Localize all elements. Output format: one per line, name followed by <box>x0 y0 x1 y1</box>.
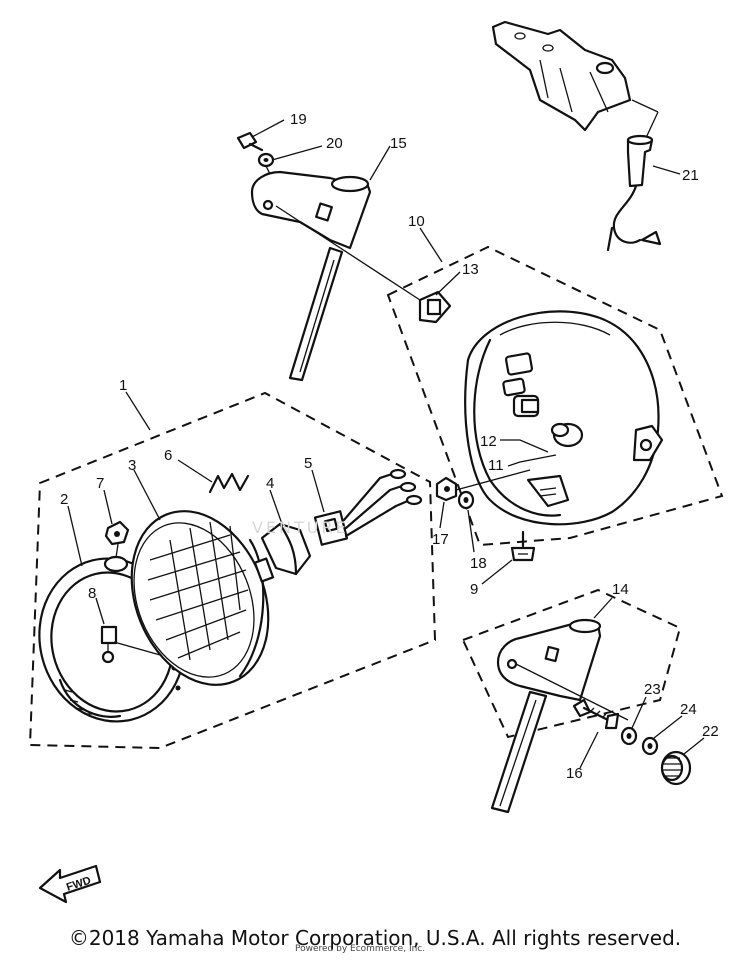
callout-9: 9 <box>470 581 478 598</box>
credit-text: Powered by Ecommerce, Inc. <box>295 944 426 954</box>
socket-21 <box>606 99 662 252</box>
knob-nut-22 <box>660 750 692 786</box>
washer-23 <box>620 726 638 746</box>
spring-6 <box>208 472 250 494</box>
callout-10: 10 <box>408 213 425 230</box>
assembly-14-boundary <box>461 588 682 739</box>
washer-18 <box>457 490 475 510</box>
assembly-10-boundary <box>386 245 724 547</box>
callout-3: 3 <box>128 457 136 474</box>
stay-15 <box>250 170 372 382</box>
callout-8: 8 <box>88 585 96 602</box>
socket-harness-5 <box>313 468 423 546</box>
callout-16: 16 <box>566 765 583 782</box>
grommet-13 <box>418 290 452 324</box>
callout-24: 24 <box>680 701 697 718</box>
callout-18: 18 <box>470 555 487 572</box>
assembly-1-boundary <box>28 391 437 750</box>
callout-13: 13 <box>462 261 479 278</box>
callout-20: 20 <box>326 135 343 152</box>
callout-7: 7 <box>96 475 104 492</box>
sealed-beam-3 <box>130 510 275 686</box>
watermark: VENTURE <box>252 518 349 537</box>
callout-2: 2 <box>60 491 68 508</box>
screw-9 <box>510 530 536 562</box>
callout-11: 11 <box>488 457 504 474</box>
callout-17: 17 <box>432 531 449 548</box>
callout-22: 22 <box>702 723 719 740</box>
callout-14: 14 <box>612 581 629 598</box>
callout-4: 4 <box>266 475 274 492</box>
fwd-arrow-icon: FWD <box>38 864 102 904</box>
screw-7 <box>104 520 130 559</box>
callout-6: 6 <box>164 447 172 464</box>
callout-23: 23 <box>644 681 661 698</box>
socket-cover-4 <box>260 522 312 576</box>
callout-21: 21 <box>682 167 699 184</box>
headlight-shell <box>464 310 664 526</box>
callout-1: 1 <box>119 377 127 394</box>
bolt-16 <box>572 698 620 730</box>
stay-14 <box>490 618 602 814</box>
washer-20 <box>257 152 275 168</box>
copyright-notice: ©2018 Yamaha Motor Corporation, U.S.A. A… <box>68 926 682 950</box>
callout-12: 12 <box>480 433 497 450</box>
washer-24 <box>641 736 659 756</box>
callout-19: 19 <box>290 111 307 128</box>
callout-15: 15 <box>390 135 407 152</box>
callout-5: 5 <box>304 455 312 472</box>
clip-8 <box>100 625 118 664</box>
bolt-19 <box>236 131 264 152</box>
nut-17 <box>435 476 458 502</box>
top-bracket-plate <box>491 20 632 132</box>
